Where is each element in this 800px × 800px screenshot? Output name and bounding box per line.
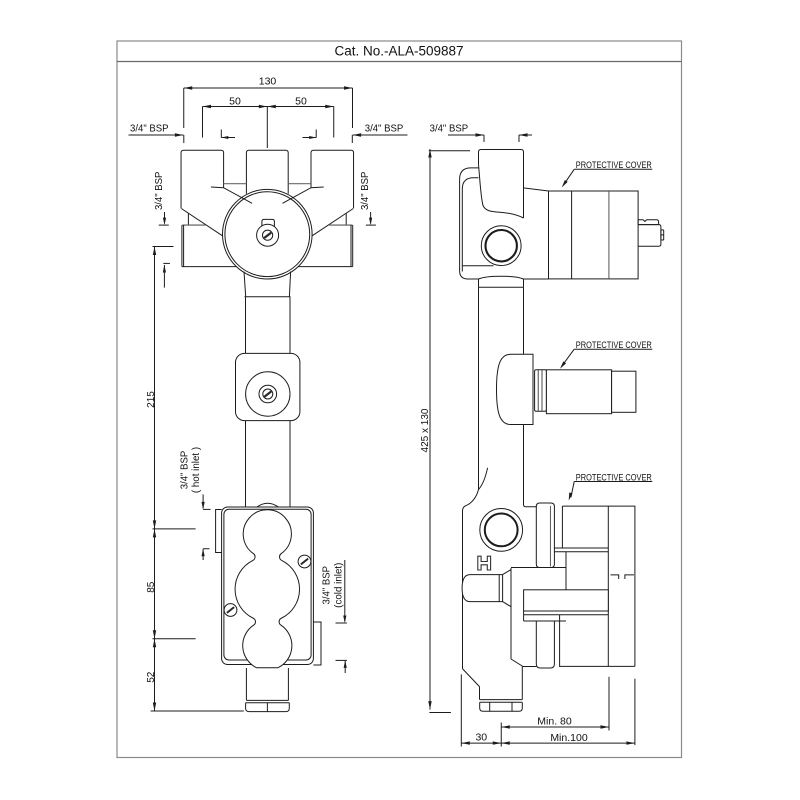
svg-text:3/4" BSP: 3/4" BSP xyxy=(360,171,371,210)
svg-text:Cat. No.-ALA-509887: Cat. No.-ALA-509887 xyxy=(334,44,463,59)
svg-text:3/4" BSP: 3/4" BSP xyxy=(154,171,165,210)
svg-text:3/4" BSP: 3/4" BSP xyxy=(180,450,191,489)
svg-text:3/4" BSP: 3/4" BSP xyxy=(130,124,169,135)
svg-text:3/4" BSP: 3/4" BSP xyxy=(365,124,404,135)
svg-text:(cold inlet): (cold inlet) xyxy=(333,563,344,608)
svg-text:( hot inlet ): ( hot inlet ) xyxy=(191,447,202,493)
svg-text:52: 52 xyxy=(146,671,157,683)
svg-text:50: 50 xyxy=(229,96,241,108)
svg-text:425 x 130: 425 x 130 xyxy=(420,408,431,452)
svg-text:PROTECTIVE COVER: PROTECTIVE COVER xyxy=(576,160,652,170)
svg-text:30: 30 xyxy=(475,731,487,743)
svg-text:215: 215 xyxy=(146,391,157,408)
svg-text:Min.100: Min.100 xyxy=(550,732,588,744)
svg-text:3/4" BSP: 3/4" BSP xyxy=(322,566,333,605)
svg-text:85: 85 xyxy=(146,581,157,593)
svg-text:PROTECTIVE COVER: PROTECTIVE COVER xyxy=(576,473,652,483)
svg-text:Min. 80: Min. 80 xyxy=(537,716,572,728)
svg-text:50: 50 xyxy=(295,96,307,108)
svg-text:130: 130 xyxy=(259,76,277,88)
svg-text:3/4" BSP: 3/4" BSP xyxy=(430,124,469,135)
svg-text:PROTECTIVE COVER: PROTECTIVE COVER xyxy=(576,340,652,350)
